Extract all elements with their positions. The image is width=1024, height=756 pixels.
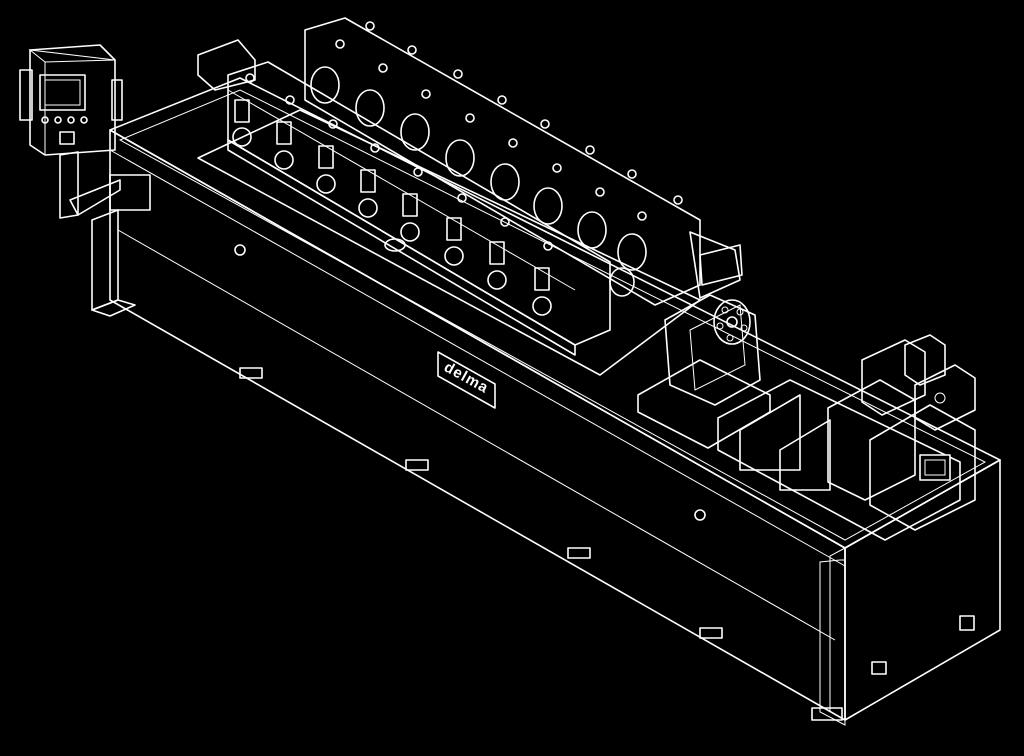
machine-base <box>91 77 1001 726</box>
adjustment-screws <box>245 21 683 251</box>
control-panel <box>19 44 151 219</box>
brand-nameplate: delma <box>437 351 496 409</box>
cutoff-die-unit <box>717 334 976 541</box>
front-housing-windows <box>232 99 552 316</box>
turret-disc <box>713 299 751 345</box>
forming-rollers <box>310 66 647 297</box>
straightener-unit <box>637 244 771 449</box>
control-screen <box>39 74 86 111</box>
roll-stand-assembly <box>197 17 741 376</box>
